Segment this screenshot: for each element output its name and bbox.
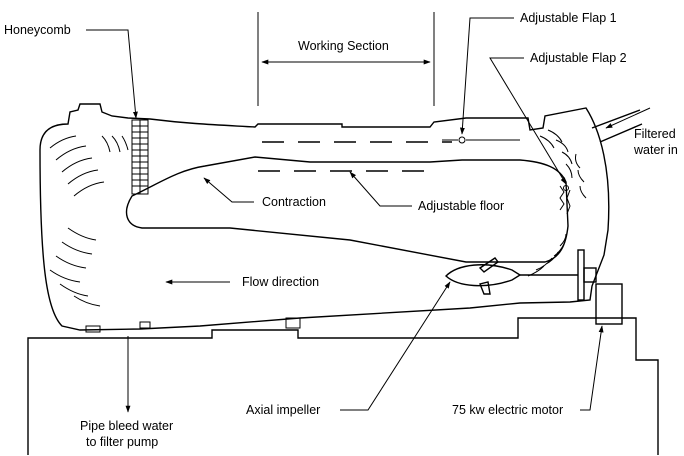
adjustable-flap-1-label: Adjustable Flap 1 <box>520 11 617 25</box>
working-section-label: Working Section <box>298 39 389 53</box>
flap-mechanism <box>442 136 571 215</box>
pipe-bleed-label-line1: Pipe bleed water <box>80 419 173 433</box>
adjustable-floor-line <box>258 141 452 172</box>
filtered-water-label-line2: water in <box>633 143 678 157</box>
contraction-label: Contraction <box>262 195 326 209</box>
adjustable-floor-label: Adjustable floor <box>418 199 504 213</box>
honeycomb-grid <box>131 119 149 195</box>
filtered-water-pipe <box>591 109 643 143</box>
pipe-fittings <box>85 317 301 333</box>
foundation <box>27 317 659 455</box>
turning-vanes <box>49 129 587 307</box>
electric-motor-label: 75 kw electric motor <box>452 403 563 417</box>
annotation-lines <box>86 12 651 413</box>
impeller-assembly <box>444 249 623 325</box>
adjustable-flap-2-label: Adjustable Flap 2 <box>530 51 627 65</box>
pipe-bleed-label-line2: to filter pump <box>86 435 158 449</box>
flow-direction-label: Flow direction <box>242 275 319 289</box>
axial-impeller-label: Axial impeller <box>246 403 320 417</box>
honeycomb-label: Honeycomb <box>4 23 71 37</box>
filtered-water-label-line1: Filtered <box>634 127 676 141</box>
tunnel-outer-shell <box>39 103 610 331</box>
